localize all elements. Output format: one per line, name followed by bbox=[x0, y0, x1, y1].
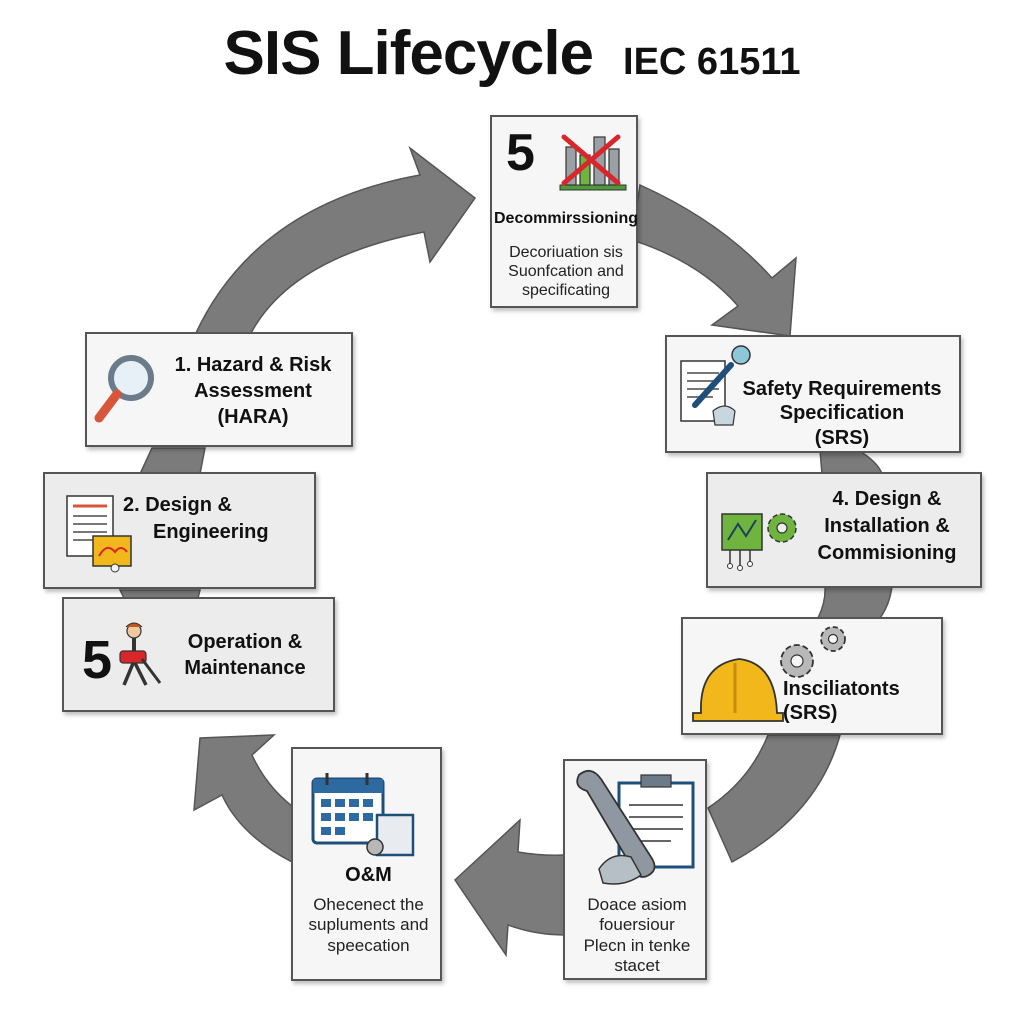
label-line: Engineering bbox=[153, 521, 269, 543]
stage-installation: 4. Design & Installation & Commisioning bbox=[706, 472, 982, 588]
arrow-top-left bbox=[193, 145, 477, 336]
arrow-top-right bbox=[631, 183, 797, 337]
label-line: (HARA) bbox=[217, 406, 289, 428]
label-line: Commisioning bbox=[817, 542, 957, 564]
label-line: Operation & bbox=[187, 631, 303, 653]
circuit-gear-icon bbox=[721, 513, 797, 571]
stage-label: 1. Hazard & Risk Assessment (HARA) bbox=[155, 352, 351, 430]
stage-label: Decommirssioning bbox=[493, 210, 639, 227]
stage-decommissioning: 5 Decommirssioning Decoriuation sis Suon… bbox=[490, 115, 638, 308]
desc-line: supluments and bbox=[308, 915, 429, 935]
stage-label: Operation & Maintenance bbox=[160, 629, 330, 681]
desc-line: Suonfcation and bbox=[508, 263, 624, 281]
stage-insciliatonts: Insciliatonts (SRS) bbox=[681, 617, 943, 735]
stage-label: Insciliatonts (SRS) bbox=[783, 677, 943, 726]
stage-description: Doace asiom fouersiour Plecn in tenke st… bbox=[565, 895, 709, 977]
dismantled-plant-icon bbox=[559, 134, 627, 191]
label-line: (SRS) bbox=[814, 426, 870, 449]
label-line: Safety Requirements bbox=[742, 378, 942, 400]
stage-number: 5 bbox=[82, 630, 113, 690]
wrench-clipboard-icon bbox=[576, 769, 695, 885]
blueprint-icon bbox=[66, 495, 132, 573]
document-pen-icon bbox=[680, 345, 751, 426]
title-main: SIS Lifecycle bbox=[223, 19, 594, 88]
stage-description: Decoriuation sis Suonfcation and specifi… bbox=[492, 243, 640, 301]
desc-line: stacet bbox=[614, 956, 660, 976]
calendar-icon bbox=[311, 773, 415, 857]
arrow-right-upper bbox=[819, 449, 884, 475]
label-line: Installation & bbox=[824, 515, 950, 537]
stage-label: 2. Design & Engineering bbox=[119, 492, 315, 546]
arrow-bottom-right bbox=[707, 734, 841, 864]
label-line: (SRS) bbox=[783, 702, 838, 725]
label-line: Assessment bbox=[194, 380, 312, 402]
desc-line: Decoriuation sis bbox=[509, 244, 623, 261]
desc-line: fouersiour bbox=[599, 915, 675, 935]
stage-srs: Safety Requirements Specification (SRS) bbox=[665, 335, 961, 453]
stage-description: Ohecenect the supluments and speecation bbox=[293, 895, 444, 956]
magnifier-icon bbox=[94, 355, 154, 423]
desc-line: specificating bbox=[521, 282, 611, 300]
arrow-bottom bbox=[454, 818, 566, 958]
label-line: Specification bbox=[779, 402, 905, 425]
label-line: 4. Design & bbox=[832, 488, 942, 510]
label-line: 1. Hazard & Risk bbox=[174, 354, 332, 376]
stage-hazard: 1. Hazard & Risk Assessment (HARA) bbox=[85, 332, 353, 447]
arrow-right-mid bbox=[816, 585, 893, 619]
stage-tenke: Doace asiom fouersiour Plecn in tenke st… bbox=[563, 759, 707, 980]
desc-line: Doace asiom bbox=[587, 895, 687, 914]
stage-om: O&M Ohecenect the supluments and speecat… bbox=[291, 747, 442, 981]
desc-line: Ohecenect the bbox=[313, 895, 424, 914]
diagram-title: SIS Lifecycle IEC 61511 bbox=[0, 18, 1024, 108]
stage-label: Safety Requirements Specification (SRS) bbox=[727, 377, 957, 450]
arrow-left-upper bbox=[138, 447, 206, 475]
worker-icon bbox=[119, 622, 162, 686]
label-line: Insciliatonts bbox=[783, 678, 900, 700]
stage-operation: 5 Operation & Maintenance bbox=[62, 597, 335, 712]
stage-number: 5 bbox=[506, 124, 535, 182]
stage-label: 4. Design & Installation & Commisioning bbox=[794, 486, 980, 567]
title-standard: IEC 61511 bbox=[623, 41, 801, 83]
stage-label: O&M bbox=[345, 864, 392, 886]
desc-line: speecation bbox=[327, 935, 410, 955]
hard-hat-gears-icon bbox=[692, 626, 846, 722]
label-line: 2. Design & bbox=[123, 494, 232, 516]
desc-line: Plecn in tenke bbox=[583, 935, 691, 955]
label-line: Maintenance bbox=[184, 657, 306, 679]
arrow-bottom-left bbox=[193, 734, 301, 864]
stage-design: 2. Design & Engineering bbox=[43, 472, 316, 589]
